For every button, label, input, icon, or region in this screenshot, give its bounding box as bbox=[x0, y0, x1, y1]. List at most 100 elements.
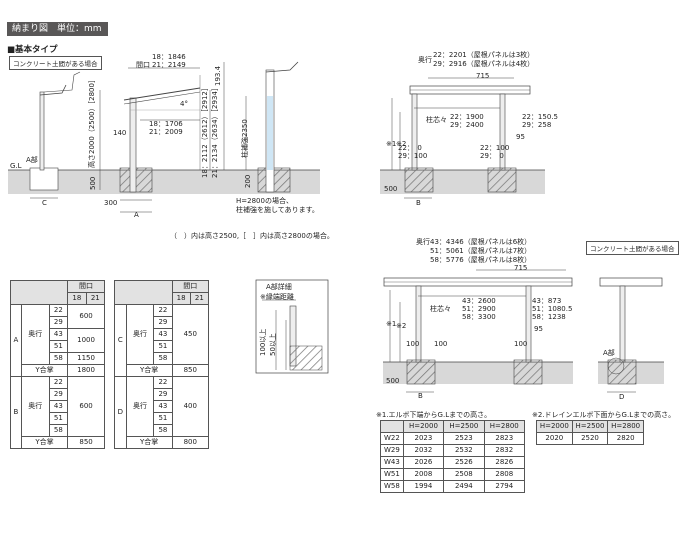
r-43: 43：873 bbox=[532, 297, 562, 305]
concrete-note-left: コンクリート土間がある場合 bbox=[9, 56, 102, 70]
depth-51: 51 bbox=[153, 412, 173, 425]
t1-w51: W51 bbox=[380, 468, 404, 481]
inner-21: 21：2009 bbox=[149, 128, 183, 136]
detail-sub: ※縁端距離 bbox=[260, 293, 294, 301]
pillar bbox=[129, 97, 137, 193]
detail-title: A部詳細 bbox=[266, 283, 292, 291]
dim-500-3: 500 bbox=[386, 377, 400, 385]
dim-95-3: 95 bbox=[534, 325, 543, 333]
h2800-note-2: 柱補強を施してあります。 bbox=[236, 206, 319, 214]
depth-29: 29 bbox=[153, 316, 173, 329]
th-blank bbox=[380, 420, 404, 433]
dim-95: 95 bbox=[516, 133, 525, 141]
c-total: 850 bbox=[171, 364, 210, 377]
row-label-D: D bbox=[114, 376, 127, 449]
depth-58: 58 bbox=[153, 352, 173, 365]
th-h2000: H=2000 bbox=[536, 420, 573, 433]
th-h2000: H=2000 bbox=[402, 420, 445, 433]
t1-cell: 2808 bbox=[483, 468, 526, 481]
depth-58: 58 bbox=[48, 424, 69, 437]
depth-43: 43 bbox=[48, 400, 69, 413]
a-v3: 1150 bbox=[67, 352, 105, 365]
depth-51: 51：5061（屋根パネルは7枚） bbox=[430, 247, 532, 255]
t1-cell: 2008 bbox=[402, 468, 445, 481]
label-D: D bbox=[619, 393, 625, 401]
th-21: 21 bbox=[85, 292, 106, 305]
row-label-B: B bbox=[10, 376, 22, 449]
b-v: 600 bbox=[67, 376, 105, 437]
dim-100-c: 100 bbox=[514, 340, 528, 348]
label-B: B bbox=[416, 199, 421, 207]
pitch-label: 柱芯々 bbox=[426, 116, 447, 124]
label-GL: G.L bbox=[10, 162, 22, 170]
c-22: 22：100 bbox=[480, 144, 510, 152]
depth-cell: 奥行 bbox=[125, 376, 155, 437]
table2-title: ※2.ドレインエルボ下面からG.Lまでの高さ。 bbox=[532, 411, 676, 419]
a-v2: 1000 bbox=[67, 328, 105, 353]
t1-cell: 2794 bbox=[483, 480, 526, 493]
table1-title: ※1.エルボ下端からG.Lまでの高さ。 bbox=[376, 411, 492, 419]
concrete-note-right: コンクリート土間がある場合 bbox=[586, 241, 679, 255]
th-h2800: H=2800 bbox=[483, 420, 526, 433]
depth-22: 22 bbox=[48, 376, 69, 389]
depth-43: 43：4346（屋根パネルは6枚） bbox=[430, 238, 532, 246]
depth-51: 51 bbox=[153, 340, 173, 353]
r-22: 22：150.5 bbox=[522, 113, 558, 121]
t2-cell: 2820 bbox=[607, 432, 644, 445]
depth-43: 43 bbox=[153, 400, 173, 413]
dim-715: 715 bbox=[476, 72, 490, 80]
label-C: C bbox=[42, 199, 47, 207]
mark-2: ※2 bbox=[396, 140, 407, 148]
depth-label-3: 奥行 bbox=[416, 238, 430, 246]
dim-500-b: 500 bbox=[384, 185, 398, 193]
t1-cell: 2832 bbox=[483, 444, 526, 457]
th-18: 18 bbox=[67, 292, 87, 305]
depth-51: 51 bbox=[48, 412, 69, 425]
height-label: 高さ2000（2500）［2800］ bbox=[88, 76, 96, 168]
foundation-small bbox=[29, 167, 59, 191]
table-height-2: H=2000 H=2500 H=2800 2020 2520 2820 bbox=[536, 420, 644, 445]
roof-angle: 4° bbox=[180, 100, 188, 108]
depth-43: 43 bbox=[153, 328, 173, 341]
c-29: 29： 0 bbox=[480, 152, 504, 160]
l-29: 29：100 bbox=[398, 152, 428, 160]
depth-22: 22 bbox=[153, 376, 173, 389]
detail-dim-100: 100以上 bbox=[259, 328, 267, 356]
pitch-22: 22：1900 bbox=[450, 113, 484, 121]
t1-cell: 2032 bbox=[402, 444, 445, 457]
depth-22: 22 bbox=[48, 304, 69, 317]
a-total-label: Y合掌 bbox=[20, 364, 69, 377]
d-total: 800 bbox=[171, 436, 210, 449]
height-18: 18：2112（2612）［2912］ bbox=[201, 84, 209, 178]
mark-1: ※1 bbox=[386, 140, 397, 148]
r-58: 58：1238 bbox=[532, 313, 566, 321]
r-51: 51：1080.5 bbox=[532, 305, 573, 313]
d-v: 400 bbox=[171, 376, 210, 437]
dim-100-a: 100 bbox=[406, 340, 420, 348]
depth-29: 29：2916（屋根パネルは4枚） bbox=[433, 60, 535, 68]
a-total: 1800 bbox=[67, 364, 105, 377]
t1-cell: 2494 bbox=[443, 480, 485, 493]
t1-cell: 2526 bbox=[443, 456, 485, 469]
th-h2500: H=2500 bbox=[443, 420, 485, 433]
detail-dim-50: 50以上 bbox=[269, 333, 277, 356]
dim-140: 140 bbox=[113, 129, 127, 137]
t1-w22: W22 bbox=[380, 432, 404, 445]
depth-58: 58 bbox=[48, 352, 69, 365]
pitch-51: 51：2900 bbox=[462, 305, 496, 313]
th-frontage: 間口 bbox=[67, 280, 105, 293]
inner-18: 18：1706 bbox=[149, 120, 183, 128]
th-18: 18 bbox=[171, 292, 191, 305]
t1-cell: 1994 bbox=[402, 480, 445, 493]
t1-w29: W29 bbox=[380, 444, 404, 457]
depth-29: 29 bbox=[153, 388, 173, 401]
depth-cell: 奥行 bbox=[125, 304, 155, 365]
dim-200: 200 bbox=[244, 174, 252, 188]
pillar-reinforce: 柱補強2350 bbox=[241, 119, 249, 158]
pitch-29: 29：2400 bbox=[450, 121, 484, 129]
dim-193: 193.4 bbox=[214, 65, 222, 86]
t1-cell: 2532 bbox=[443, 444, 485, 457]
section-title: ■基本タイプ bbox=[7, 45, 58, 55]
